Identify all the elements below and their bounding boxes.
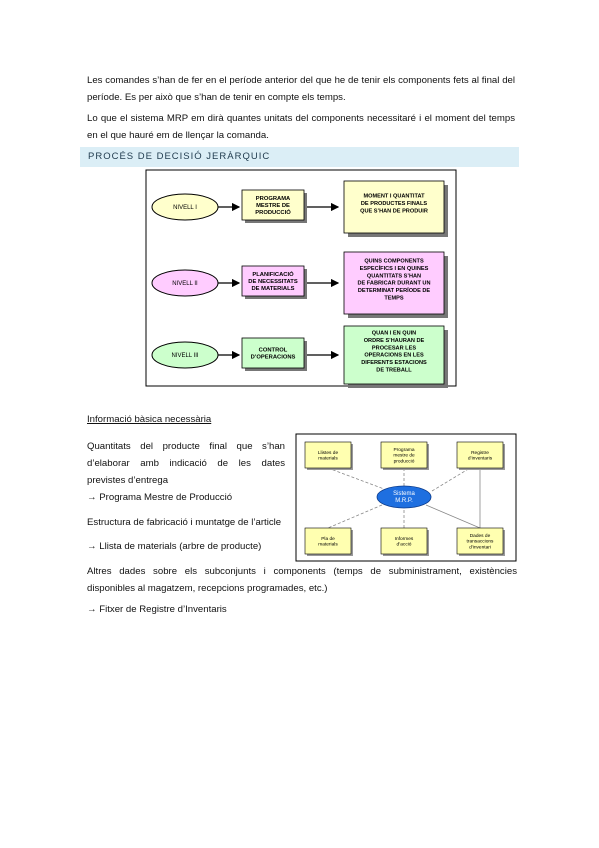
mrp-input-box-label: Registre [471,450,489,456]
result-box [343,325,445,385]
result-label: DE FABRICAR DURANT UN [357,281,430,287]
info-link-fitxer: → Fitxer de Registre d’Inventaris [87,604,227,615]
mrp-output-box [304,527,352,555]
intro-paragraph-2: Lo que el sistema MRP em dirà quantes un… [87,113,515,141]
mrp-input-box-label: producció [394,458,415,464]
result-box [343,180,445,234]
section-heading: PROCÉS DE DECISIÓ JERÀRQUIC [80,147,519,167]
process-label: CONTROL [259,348,288,354]
mrp-output-box-label: Pla de [321,536,335,542]
process-box [241,265,305,297]
result-label: DE PRODUCTES FINALS [361,201,427,207]
result-label: DIFERENTS ESTACIONS [361,360,427,366]
mrp-input-box [456,441,504,469]
mrp-input-box-label: materials [318,455,338,461]
mrp-connector [425,504,481,529]
mrp-input-box-label: d’inventaris [468,455,493,461]
process-label: D’OPERACIONS [251,355,296,361]
mrp-output-box-label: transaccions [467,539,495,545]
result-label: ORDRE S’HAURAN DE [364,338,425,344]
mrp-input-box [380,441,428,469]
mrp-input-box-label: Llistes de [318,450,339,456]
result-label: DE TREBALL [376,367,412,373]
mrp-output-box-label: Dades de [470,533,491,539]
result-label: QUE S’HAN DE PRODUIR [360,208,428,214]
mrp-output-box-label: d’acció [397,541,412,547]
mrp-center-label: Sistema [393,491,415,497]
result-label: OPERACIONS EN LES [364,353,424,359]
process-label: PRODUCCIÓ [255,208,291,216]
result-label: DETERMINAT PERÍODE DE [358,286,431,294]
process-box [241,337,305,369]
result-label: TEMPS [384,295,404,301]
result-label: QUINS COMPONENTS [364,258,424,264]
result-label: QUAN I EN QUIN [372,330,416,336]
mrp-input-box-label: Programa [393,447,414,453]
process-label: DE NECESSITATS [248,279,298,285]
info-paragraph-other-data: Altres dades sobre els subconjunts i com… [87,566,517,594]
level-label: NIVELL I [173,205,197,211]
process-box [241,189,305,221]
result-label: PROCESAR LES [372,345,416,351]
mrp-output-box-label: Informes [395,536,414,542]
process-label: DE MATERIALS [251,286,294,292]
result-label: ESPECÍFICS I EN QUINES [360,264,429,272]
subheading-basic-info: Informació bàsica necessària [87,414,212,425]
mrp-connector [431,467,471,492]
process-label: MESTRE DE [256,203,290,209]
mrp-output-box [380,527,428,555]
mrp-center-ellipse [376,485,432,509]
process-label: PLANIFICACIÓ [252,270,294,278]
process-label: PROGRAMA [256,196,291,202]
result-label: QUANTITATS S’HAN [367,273,421,279]
mrp-center-label: M.R.P. [395,498,413,504]
info-link-llista: → Llista de materials (arbre de producte… [87,541,262,552]
intro-paragraph-1: Les comandes s’han de fer en el període … [87,75,515,103]
level-label: NIVELL III [171,353,198,359]
level-label: NIVELL II [172,281,198,287]
result-label: MOMENT I QUANTITAT [363,194,425,200]
info-paragraph-structure: Estructura de fabricació i muntatge de l… [87,517,282,528]
mrp-output-box-label: materials [318,541,338,547]
info-link-programa: → Programa Mestre de Producció [87,492,233,503]
mrp-input-box-label: mestre de [393,453,415,459]
result-box [343,251,445,315]
mrp-output-box [456,527,504,555]
mrp-input-box [304,441,352,469]
mrp-output-box-label: d’inventari [469,544,491,550]
info-paragraph-quantities: Quantitats del producte final que s’han … [87,441,285,486]
